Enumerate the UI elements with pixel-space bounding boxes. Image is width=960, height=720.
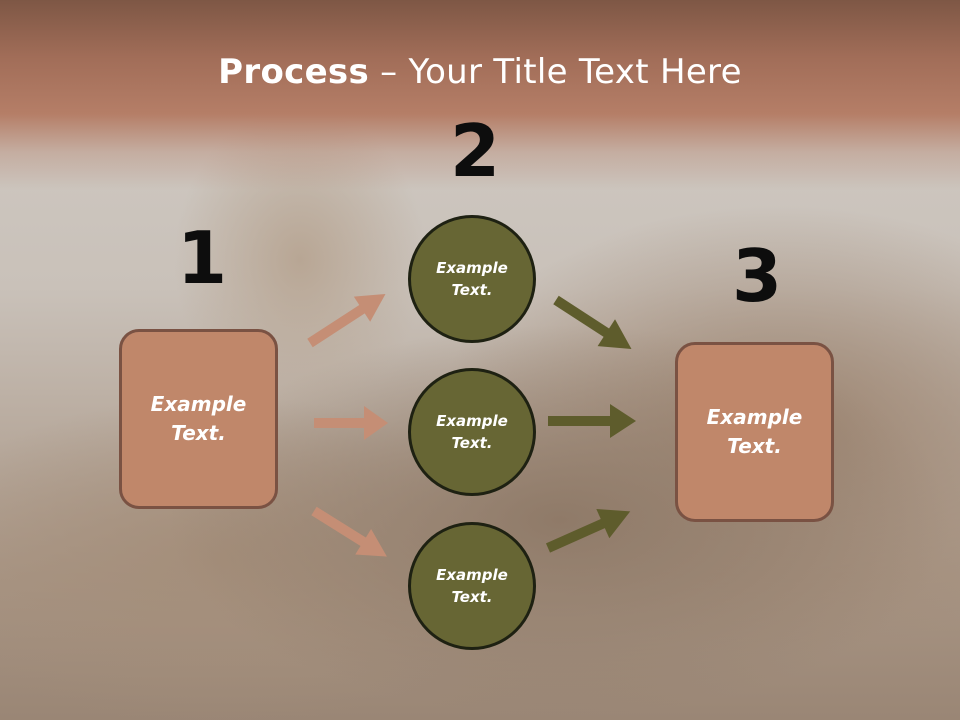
slide-title: Process – Your Title Text Here <box>0 52 960 92</box>
step-number-2: 2 <box>450 109 501 193</box>
right-box-label: Example Text. <box>706 405 803 458</box>
step-number-1: 1 <box>177 216 228 300</box>
step-number-3: 3 <box>732 234 783 318</box>
arrow-circle-2-to-right <box>548 404 636 438</box>
title-bold: Process <box>218 52 370 92</box>
arrow-left-to-circle-1 <box>307 293 386 348</box>
arrow-left-to-circle-3 <box>311 506 387 557</box>
circle-1: Example Text. <box>408 215 536 343</box>
title-rest: – Your Title Text Here <box>369 52 742 92</box>
right-box: Example Text. <box>675 342 834 522</box>
arrow-circle-3-to-right <box>545 508 631 553</box>
arrow-left-to-circle-2 <box>314 406 388 440</box>
left-box: Example Text. <box>119 329 278 509</box>
circle-1-label: Example Text. <box>436 258 508 300</box>
circle-3: Example Text. <box>408 522 536 650</box>
left-box-label: Example Text. <box>150 392 247 445</box>
left-arrows <box>307 293 388 557</box>
arrow-circle-1-to-right <box>553 295 632 350</box>
title-band <box>0 0 960 190</box>
circle-2-label: Example Text. <box>436 411 508 453</box>
circle-3-label: Example Text. <box>436 565 508 607</box>
circle-2: Example Text. <box>408 368 536 496</box>
right-arrows <box>545 295 636 553</box>
